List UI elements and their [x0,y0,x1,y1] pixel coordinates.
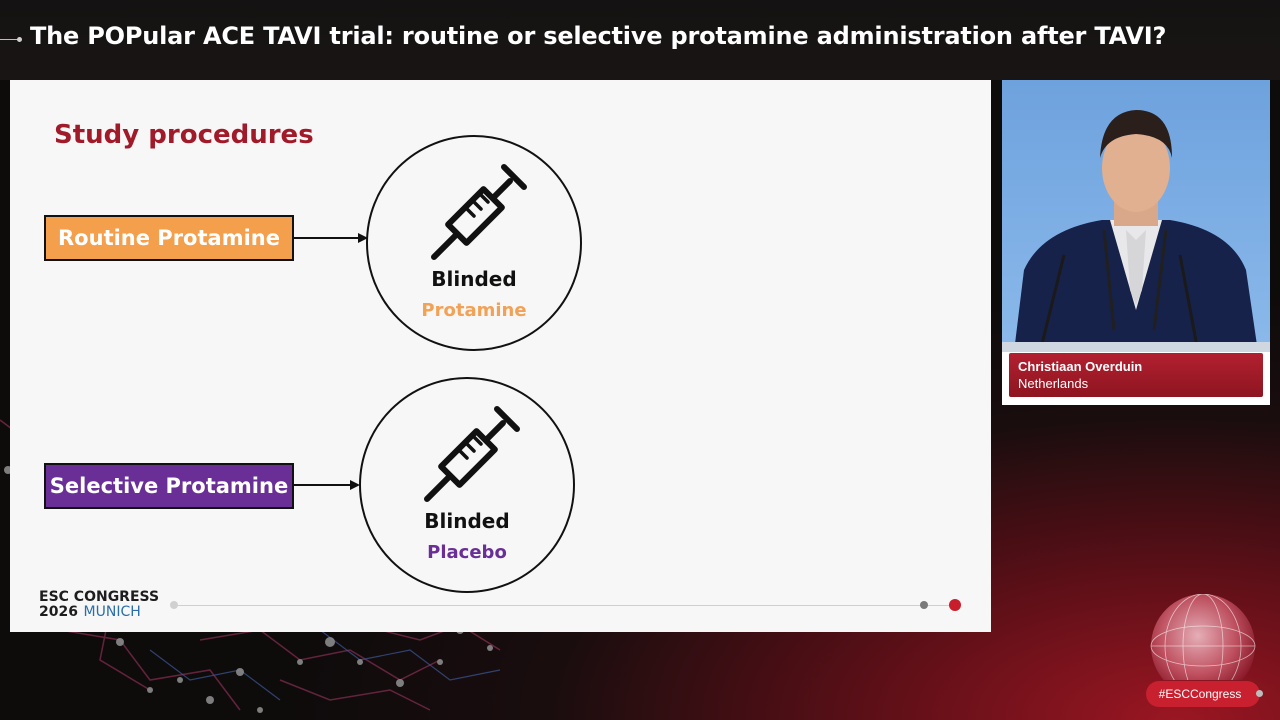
congress-year: 2026 [39,604,78,620]
speaker-video-feed [1002,80,1270,352]
drug-label-placebo: Placebo [427,542,507,563]
congress-city: MUNICH [83,604,141,620]
drug-label-protamine: Protamine [421,300,527,321]
arrow-routine [294,233,368,243]
protamine-circle: Blinded Protamine [366,135,582,351]
progress-current-dot [949,599,961,611]
selective-protamine-box: Selective Protamine [44,463,294,509]
header-tick-dot [17,37,22,42]
talk-title: The POPular ACE TAVI trial: routine or s… [30,22,1167,50]
syringe-icon [431,164,527,260]
header-bar: The POPular ACE TAVI trial: routine or s… [0,0,1280,80]
esc-congress-logo: ESC CONGRESS 2026 MUNICH [39,590,159,619]
globe-graphic [1150,594,1256,680]
speaker-country: Netherlands [1018,376,1089,391]
hashtag-badge: #ESCCongress [1146,681,1260,707]
slide-progress-track [174,605,954,606]
hashtag-dot [1256,690,1263,697]
speaker-name-bar: Christiaan Overduin Netherlands [1009,353,1263,397]
presentation-slide: Study procedures Routine Protamine Selec… [10,80,991,632]
progress-dot [920,601,928,609]
arrow-selective [294,480,360,490]
placebo-circle: Blinded Placebo [359,377,575,593]
slide-title: Study procedures [54,120,314,150]
speaker-name: Christiaan Overduin [1018,359,1143,374]
blinded-label: Blinded [424,509,510,533]
routine-protamine-box: Routine Protamine [44,215,294,261]
syringe-icon [424,406,520,502]
blinded-label: Blinded [431,267,517,291]
speaker-video-panel: Christiaan Overduin Netherlands [1002,80,1270,405]
esc-congress-text: ESC CONGRESS [39,589,160,605]
header-tick-line [0,39,20,40]
progress-start-dot [170,601,178,609]
